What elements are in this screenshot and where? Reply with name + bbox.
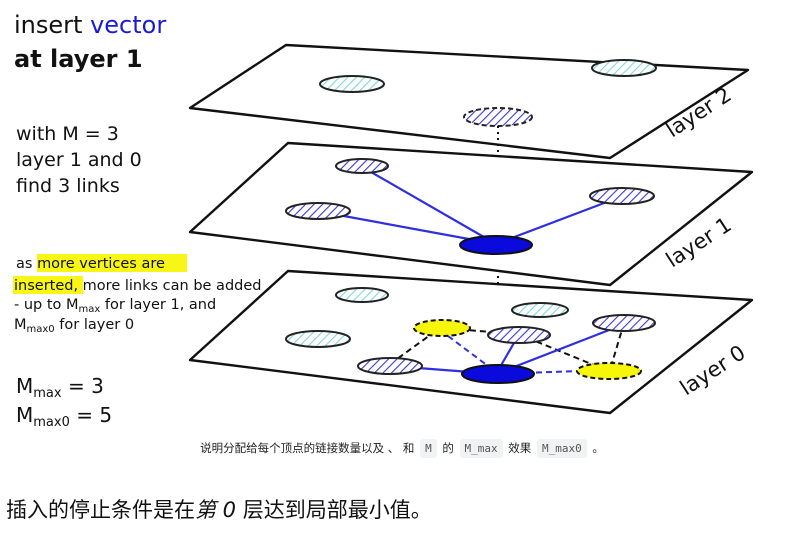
more-vertices-line-2: inserted, more links can be added — [14, 278, 261, 294]
more-vertices-line-4: Mmax0 for layer 0 — [14, 317, 134, 335]
more-vertices-line-3: - up to Mmax for layer 1, and — [14, 297, 216, 315]
layer-0-vertex — [285, 330, 351, 348]
layer-1-link — [363, 167, 497, 245]
layer-2-projected-vertex — [463, 107, 533, 127]
title-prefix: insert — [14, 11, 90, 39]
layer-2-vertex — [591, 59, 657, 77]
layer-0-vertex — [592, 314, 656, 332]
mmax-equation: Mmax = 3 — [16, 374, 104, 401]
highlight-marker — [13, 276, 83, 294]
layer-0-yellow-vertex — [413, 319, 471, 337]
mmax0-equation: Mmax0 = 5 — [16, 403, 112, 430]
layer-0-vertex — [335, 287, 389, 303]
layer-0-yellow-vertex — [576, 362, 642, 380]
layer-1-vertex — [285, 202, 351, 220]
figure-caption: 说明分配给每个顶点的链接数量以及 、 和 M 的 M_max 效果 M_max0… — [0, 439, 804, 458]
layer-1-vertex — [335, 158, 389, 174]
code-m: M — [420, 439, 437, 458]
layer-1-link — [495, 195, 621, 246]
layer-2-vertex — [319, 75, 385, 93]
links-note-line-3: find 3 links — [16, 175, 120, 197]
code-m-max: M_max — [459, 439, 503, 458]
title-line-2: at layer 1 — [14, 45, 143, 73]
layer-2-plane — [188, 43, 750, 160]
links-note-line-1: with M = 3 — [16, 123, 119, 145]
layer-0-dashed-blue-link — [439, 329, 497, 373]
more-vertices-line-1: as more vertices are — [16, 256, 165, 272]
layer-0-plane — [188, 269, 754, 415]
layer-0-vertex — [357, 357, 423, 375]
layer-1-new-vertex — [459, 235, 533, 255]
title-line-1: insert vector — [14, 11, 166, 39]
layer-1-plane — [188, 141, 754, 287]
title-vector-highlight: vector — [90, 11, 166, 39]
layer-1-vertex — [589, 187, 655, 205]
layer-0-vertex — [487, 326, 551, 344]
highlight-marker — [37, 254, 187, 272]
layer-0-vertex — [511, 302, 569, 318]
links-note-line-2: layer 1 and 0 — [16, 149, 142, 171]
hnsw-insertion-diagram: layer 2 layer 1 layer 0 insert vector at… — [13, 11, 754, 430]
layer-0-new-vertex — [461, 364, 535, 384]
body-paragraph: 插入的停止条件是在第 0 层达到局部最小值。 — [6, 498, 432, 522]
code-m-max0: M_max0 — [536, 439, 587, 458]
